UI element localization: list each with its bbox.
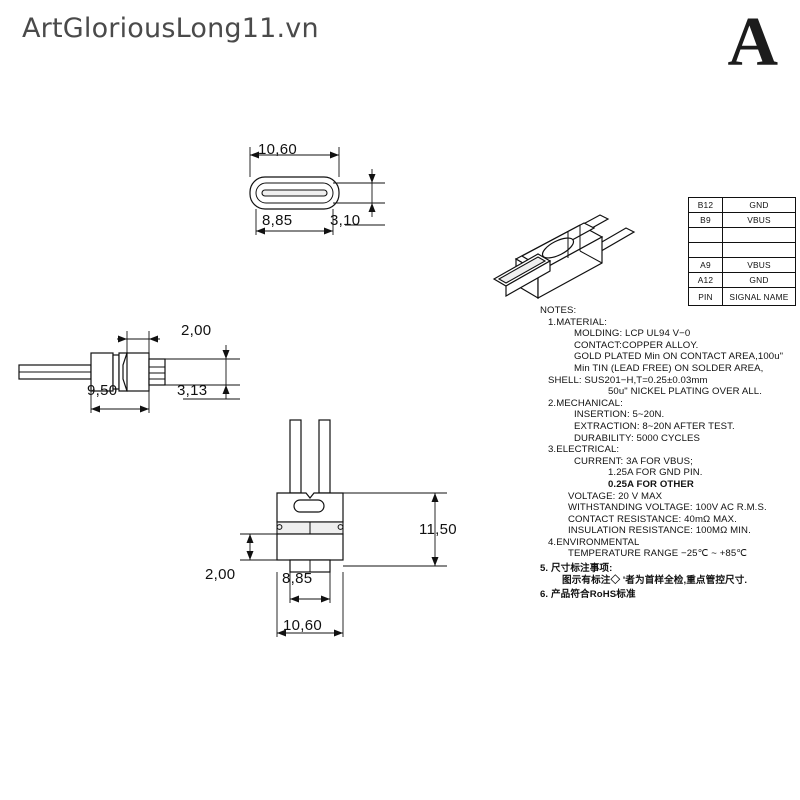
note-line: 2.MECHANICAL: [548, 397, 623, 409]
dim-shell-step: 2,00 [205, 566, 236, 583]
dim-top-width: 10,60 [258, 141, 298, 158]
usb-c-front-face-view [225, 135, 405, 250]
signal-cell: VBUS [722, 212, 796, 228]
note-line: GOLD PLATED Min ON CONTACT AREA,100u" [574, 351, 784, 363]
dim-port-width: 8,85 [262, 212, 293, 229]
dim-port-height: 3,10 [330, 212, 361, 229]
note-line: 1.MATERIAL: [548, 316, 608, 328]
note-line-cn: 5. 尺寸标注事项: [540, 563, 613, 575]
dim-body-length: 9,50 [87, 382, 118, 399]
note-line: 0.25A FOR OTHER [608, 478, 694, 490]
pin-cell: A9 [688, 257, 723, 273]
note-line: Min TIN (LEAD FREE) ON SOLDER AREA, [574, 362, 764, 374]
note-line: CONTACT:COPPER ALLOY. [574, 339, 699, 351]
note-line: 3.ELECTRICAL: [548, 444, 620, 456]
note-line: 4.ENVIRONMENTAL [548, 536, 640, 548]
note-line: VOLTAGE: 20 V MAX [568, 490, 663, 502]
signal-cell: VBUS [722, 257, 796, 273]
note-line-cn: 6. 产品符合RoHS标准 [540, 589, 636, 601]
signal-header-cell: SIGNAL NAME [722, 287, 796, 306]
front-elevation-view [232, 405, 462, 650]
pin-cell: B12 [688, 197, 723, 213]
note-line: INSERTION: 5~20N. [574, 409, 665, 421]
signal-cell: GND [722, 272, 796, 288]
signal-cell: GND [722, 197, 796, 213]
note-line: SHELL: SUS201−H,T=0.25±0.03mm [548, 374, 708, 386]
pin-cell [688, 242, 723, 258]
dim-overall-height: 11,50 [419, 521, 457, 538]
isometric-3d-view [472, 195, 672, 310]
site-watermark: ArtGloriousLong11.vn [22, 13, 319, 44]
note-line: CONTACT RESISTANCE: 40mΩ MAX. [568, 513, 737, 525]
pin-header-cell: PIN [688, 287, 723, 306]
note-line: MOLDING: LCP UL94 V−0 [574, 328, 691, 340]
notes-title: NOTES: [540, 305, 577, 316]
note-line: INSULATION RESISTANCE: 100MΩ MIN. [568, 525, 751, 537]
pin-cell [688, 227, 723, 243]
note-line: TEMPERATURE RANGE −25℃ ~ +85℃ [568, 548, 748, 560]
table-row [688, 242, 796, 258]
notes-block: NOTES: 1.MATERIAL: MOLDING: LCP UL94 V−0… [540, 305, 798, 601]
brand-logo-letter: A [727, 4, 778, 81]
signal-cell [722, 227, 796, 243]
pin-cell: B9 [688, 212, 723, 228]
dim-outer-width: 10,60 [283, 617, 323, 634]
note-line: WITHSTANDING VOLTAGE: 100V AC R.M.S. [568, 502, 767, 514]
note-line: DURABILITY: 5000 CYCLES [574, 432, 701, 444]
dim-body-height: 3,13 [177, 382, 208, 399]
note-line: 1.25A FOR GND PIN. [608, 467, 703, 479]
note-line-cn: 图示有标注◇ '者为首样全检,重点管控尺寸. [562, 574, 748, 586]
signal-cell [722, 242, 796, 258]
dim-lead-pitch-side: 2,00 [181, 322, 212, 339]
dim-inner-width: 8,85 [282, 570, 313, 587]
note-line: 50u" NICKEL PLATING OVER ALL. [608, 386, 763, 398]
table-row [688, 227, 796, 243]
note-line: EXTRACTION: 8~20N AFTER TEST. [574, 420, 735, 432]
note-line: CURRENT: 3A FOR VBUS; [574, 455, 693, 467]
side-profile-view [5, 315, 255, 420]
pin-cell: A12 [688, 272, 723, 288]
